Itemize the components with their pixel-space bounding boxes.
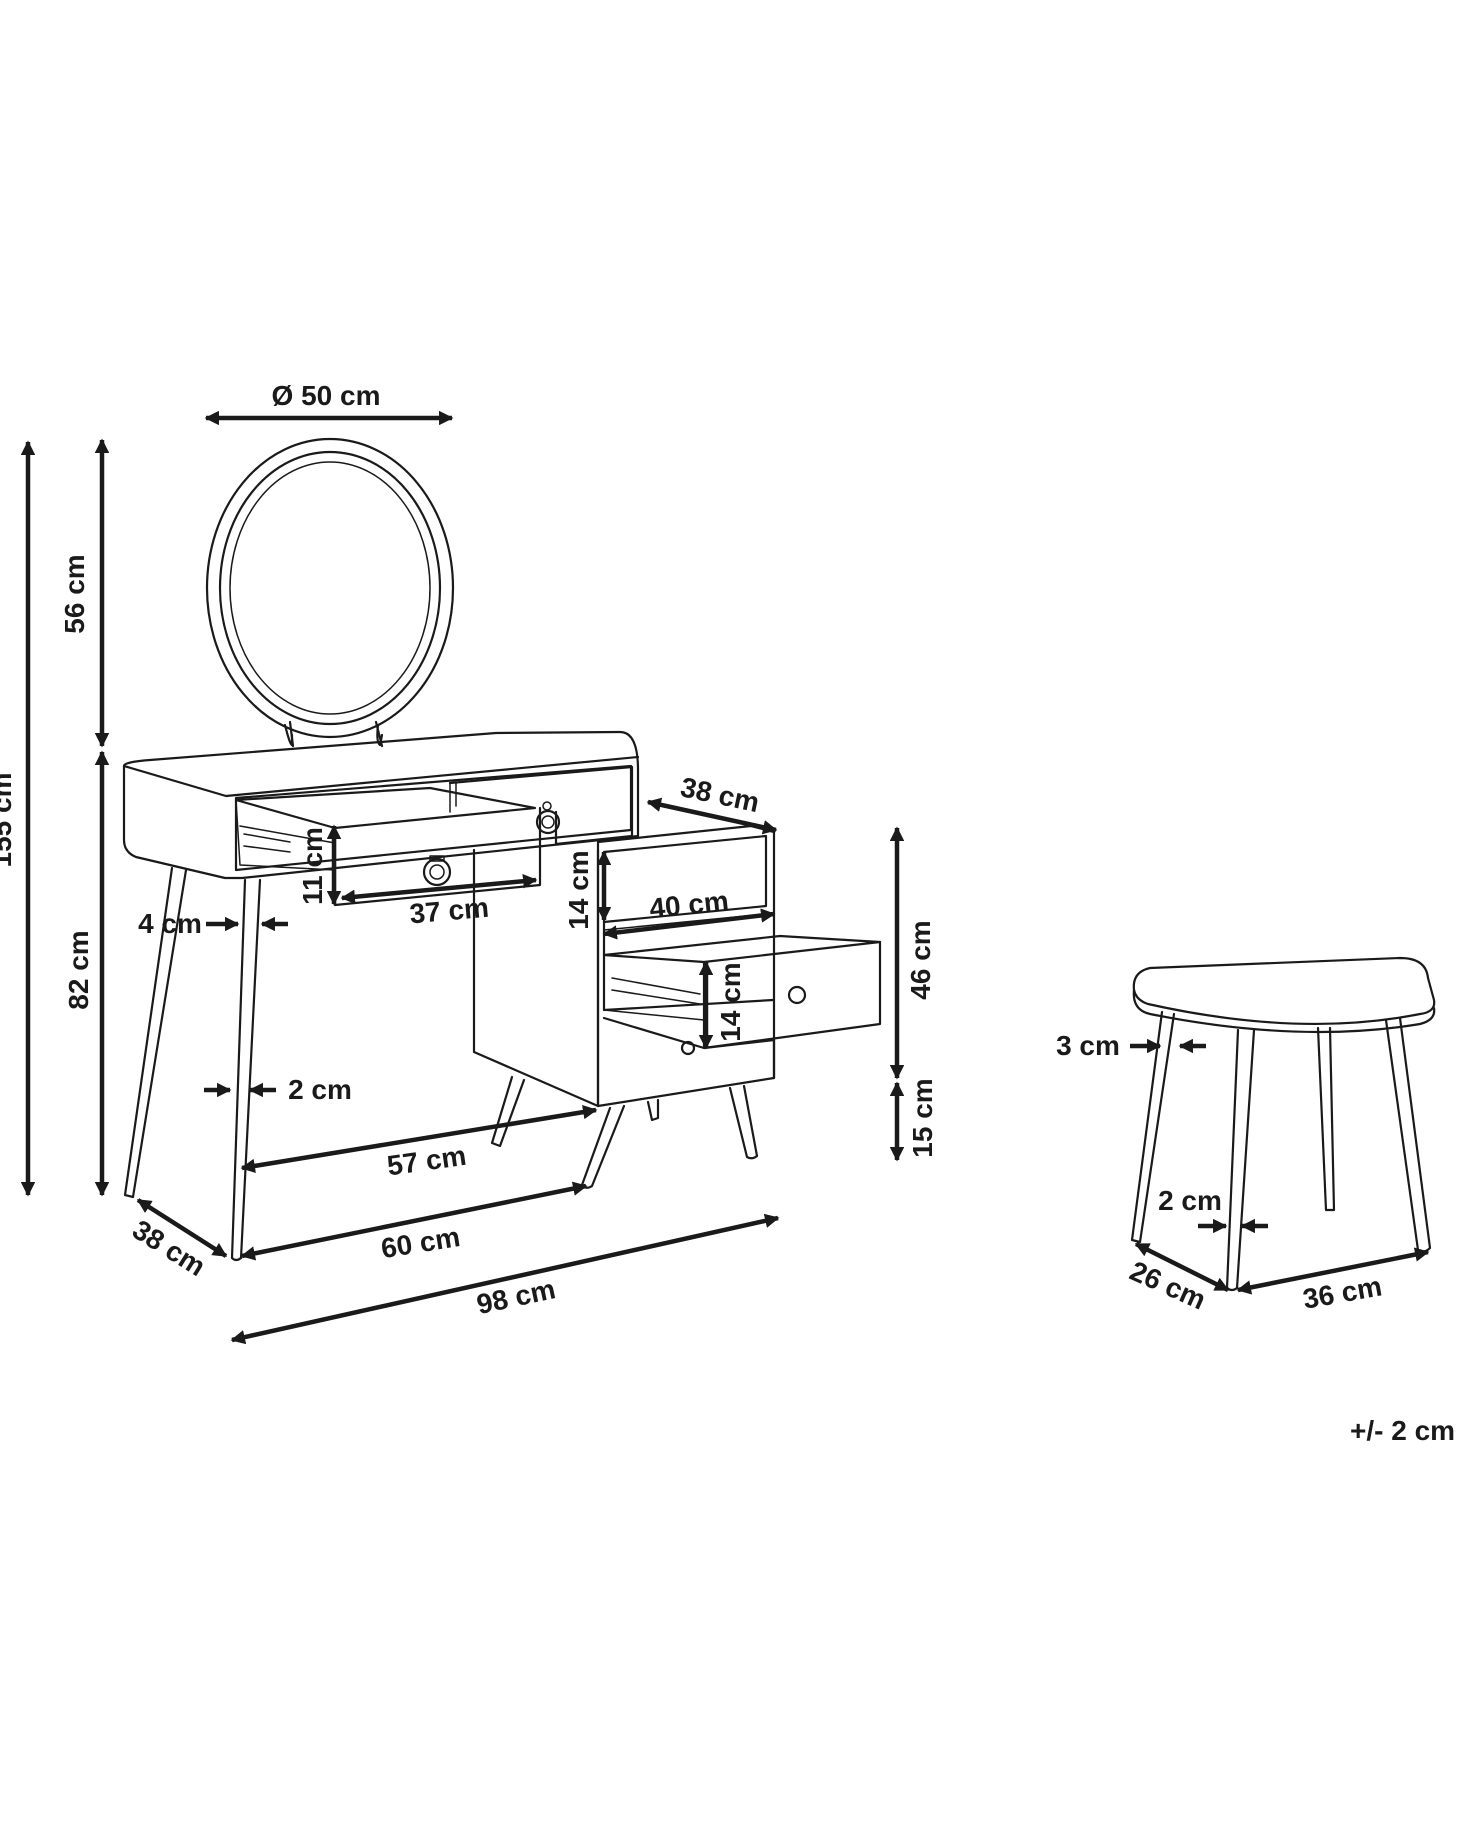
label-cabinet-height: 46 cm (905, 920, 936, 999)
stool (1130, 956, 1436, 1292)
open-drawer-left (234, 786, 561, 907)
label-drawer-width-left: 37 cm (408, 892, 490, 930)
label-tolerance: +/- 2 cm (1350, 1415, 1455, 1446)
round-mirror (205, 437, 455, 748)
label-mirror-diameter: Ø 50 cm (272, 380, 381, 411)
label-leg-thickness: 2 cm (288, 1074, 352, 1105)
dressing-table (122, 437, 882, 1262)
label-table-depth: 38 cm (127, 1214, 211, 1282)
label-stool-depth: 26 cm (1125, 1255, 1210, 1316)
label-drawer-height-left: 11 cm (297, 827, 328, 905)
label-knee-width: 57 cm (385, 1140, 468, 1182)
table-top (122, 730, 640, 880)
label-top-thickness: 4 cm (138, 908, 202, 939)
label-cabinet-drawer-height: 14 cm (715, 962, 746, 1041)
label-table-height: 82 cm (63, 930, 94, 1009)
label-mirror-height: 56 cm (59, 554, 90, 633)
label-shelf-height: 14 cm (563, 850, 594, 929)
label-leg-height: 15 cm (907, 1078, 938, 1157)
label-total-width: 98 cm (474, 1273, 558, 1320)
label-total-height: 155 cm (0, 773, 17, 868)
dimension-lines (20, 410, 1430, 1345)
label-stool-seat-thickness: 3 cm (1056, 1030, 1120, 1061)
label-stool-leg-thickness: 2 cm (1158, 1185, 1222, 1216)
